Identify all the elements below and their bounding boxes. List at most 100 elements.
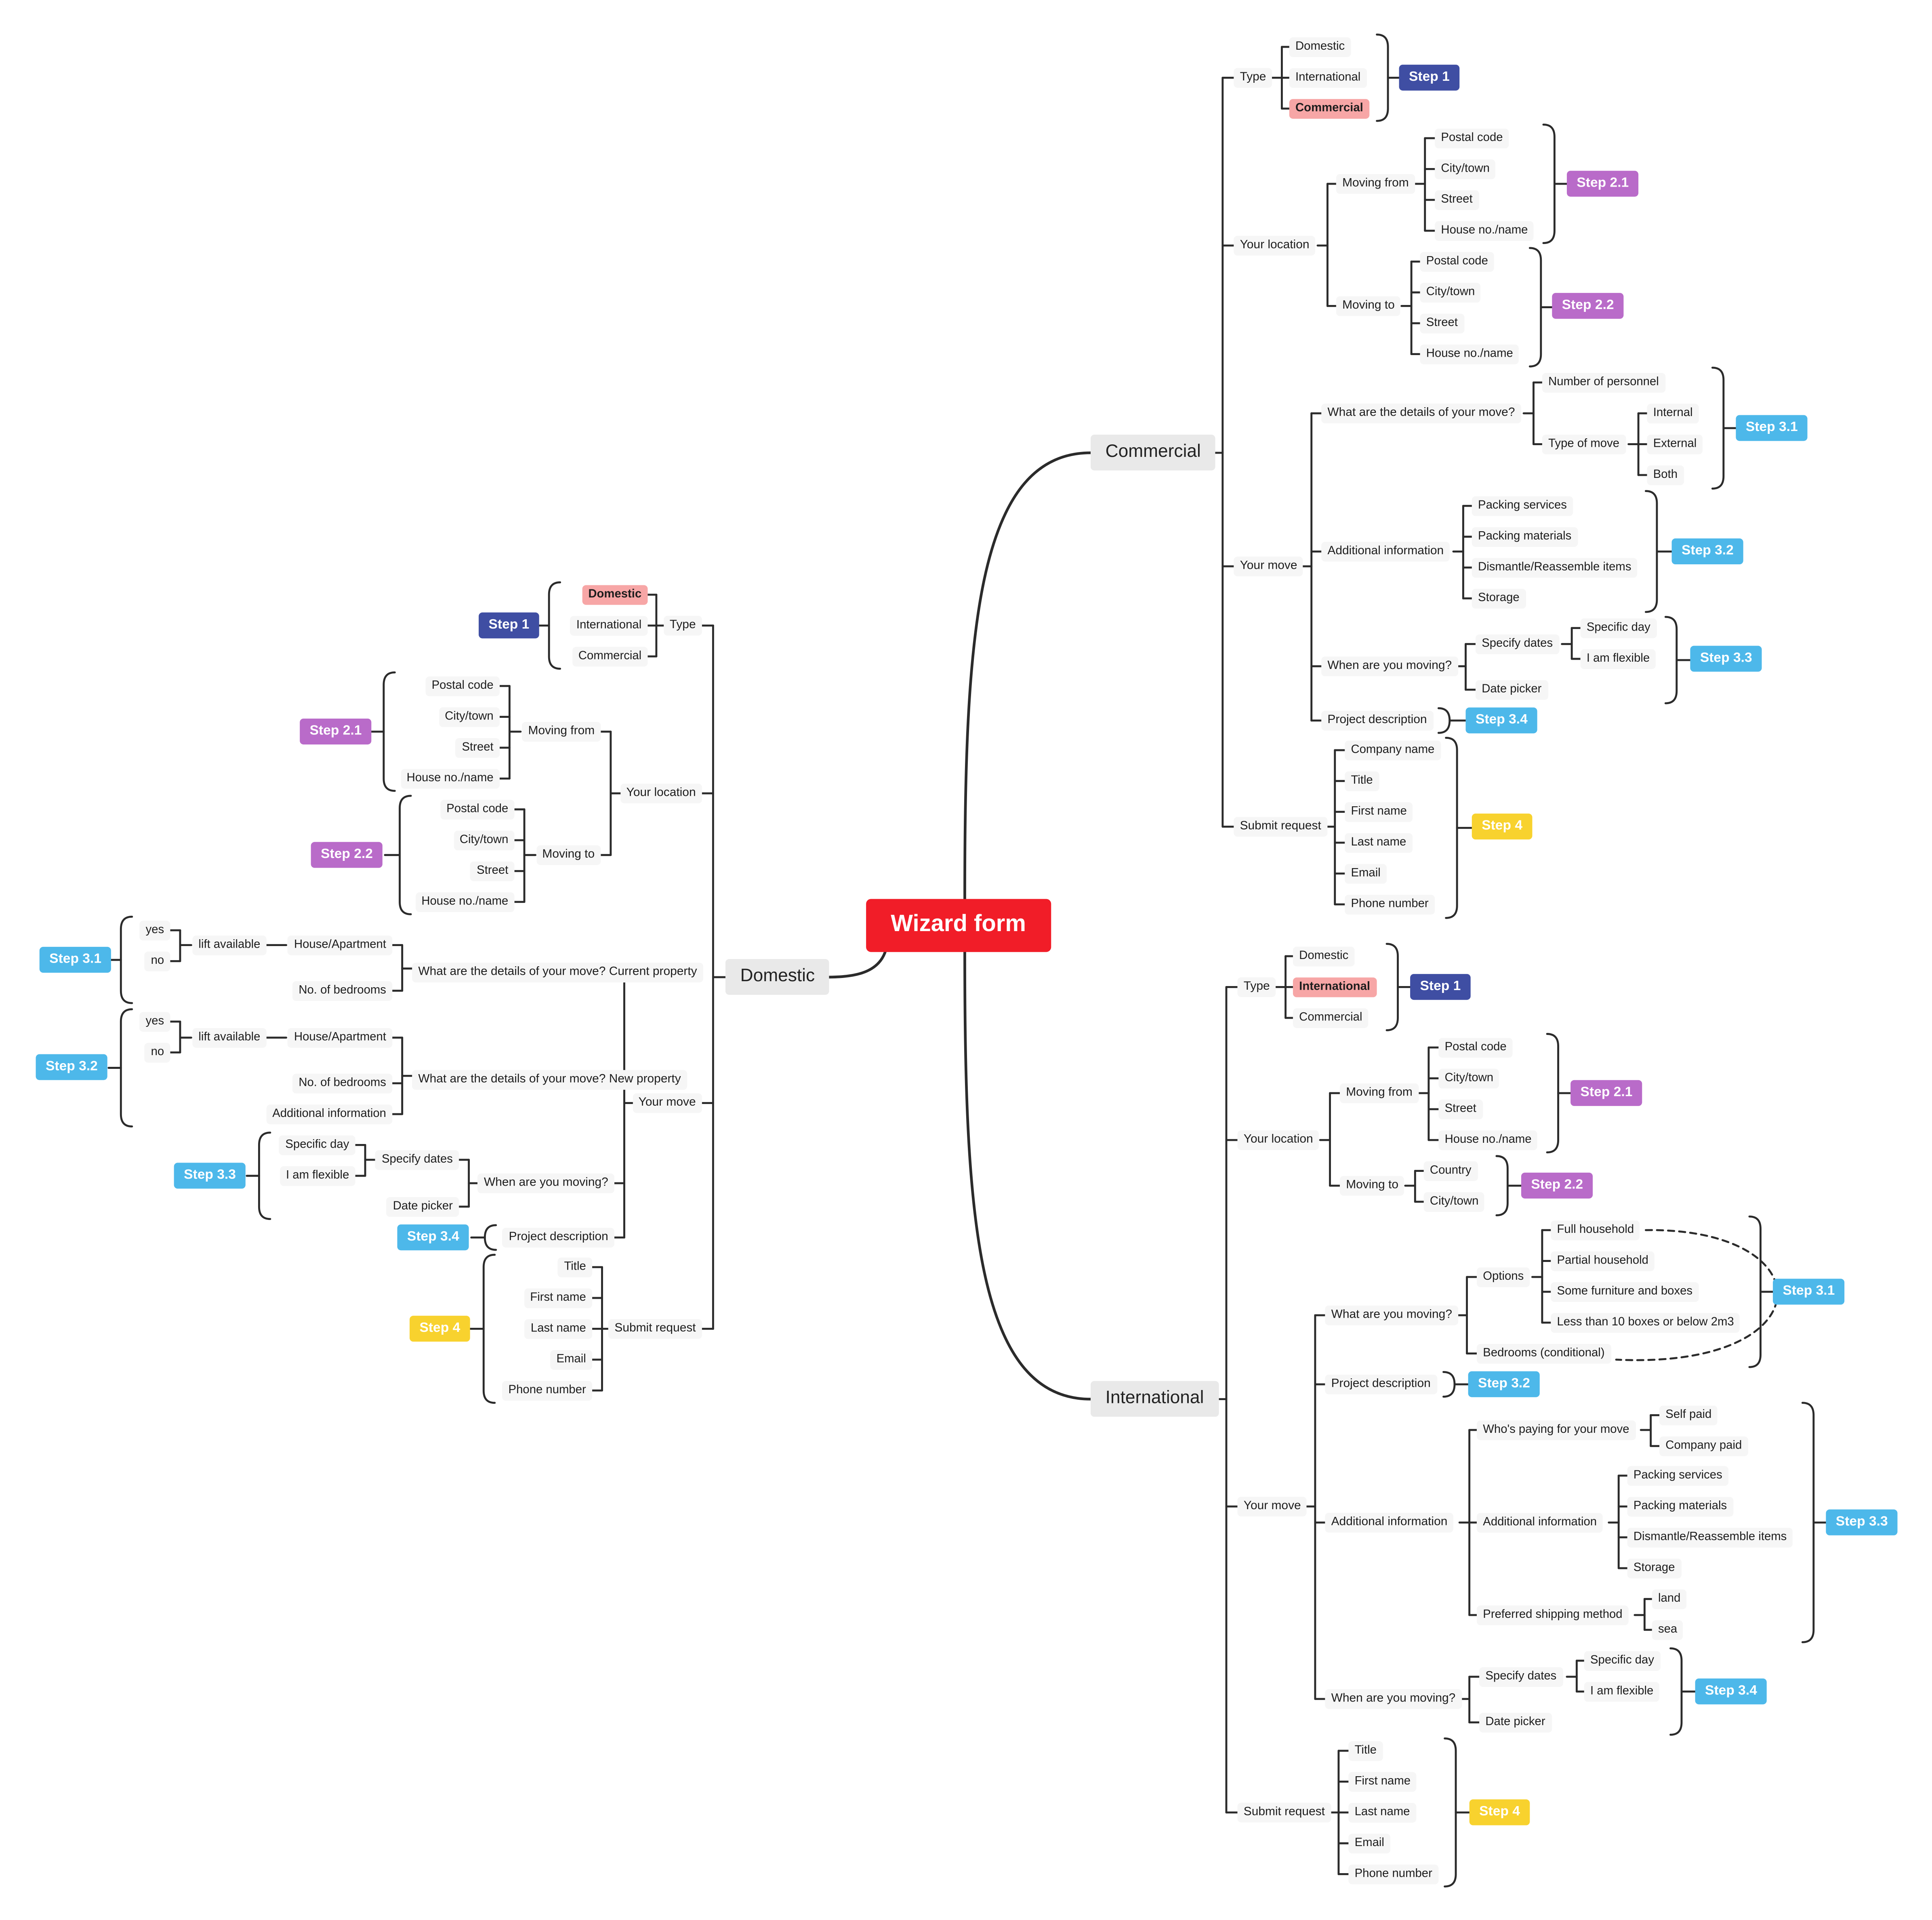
node-your-move: Your move — [1234, 556, 1303, 576]
node-lift-available: lift available — [192, 935, 267, 955]
node-project-description: Project description — [1325, 1374, 1437, 1394]
node-moving-to: Moving to — [536, 845, 601, 865]
node-storage: Storage — [1627, 1558, 1681, 1578]
step-badge-step-3-3: Step 3.3 — [1690, 646, 1762, 672]
node-domestic: Domestic — [1293, 946, 1355, 966]
node-internal: Internal — [1647, 404, 1699, 423]
node-moving-from: Moving from — [522, 722, 601, 742]
step-badge-step-3-1: Step 3.1 — [39, 946, 111, 973]
node-submit-request: Submit request — [1234, 817, 1328, 837]
step-badge-step-3-3: Step 3.3 — [1826, 1509, 1898, 1536]
node-date-picker: Date picker — [1475, 680, 1548, 700]
node-postal-code: Postal code — [425, 676, 500, 696]
node-moving-to: Moving to — [1336, 296, 1401, 316]
node-type: Type — [663, 616, 702, 635]
connector — [484, 1224, 497, 1251]
node-specify-dates: Specify dates — [1475, 634, 1559, 654]
step-badge-step-2-1: Step 2.1 — [300, 718, 372, 745]
node-bedrooms-conditional: Bedrooms (conditional) — [1476, 1344, 1611, 1363]
step-badge-step-4: Step 4 — [1469, 1799, 1530, 1826]
node-additional-information: Additional information — [1325, 1512, 1454, 1533]
connector — [1495, 1155, 1509, 1216]
node-storage: Storage — [1472, 589, 1526, 608]
node-wizard-form: Wizard form — [866, 899, 1051, 952]
node-phone-number: Phone number — [1345, 895, 1435, 914]
node-what-are-you-moving: What are you moving? — [1325, 1305, 1459, 1325]
connector — [258, 1131, 271, 1220]
node-country: Country — [1423, 1161, 1478, 1181]
node-lift-available: lift available — [192, 1028, 267, 1047]
node-what-are-the-details-of-your-move: What are the details of your move? New p… — [412, 1070, 687, 1090]
node-no-of-bedrooms: No. of bedrooms — [292, 981, 393, 1001]
node-first-name: First name — [1348, 1772, 1417, 1792]
node-dismantle-reassemble-items: Dismantle/Reassemble items — [1627, 1527, 1793, 1547]
node-submit-request: Submit request — [608, 1319, 702, 1339]
connector — [1664, 616, 1678, 704]
connector — [1385, 943, 1399, 1031]
node-company-paid: Company paid — [1659, 1436, 1748, 1456]
connector — [1445, 737, 1458, 919]
connector — [963, 948, 1092, 1401]
node-full-household: Full household — [1551, 1220, 1640, 1240]
node-city-town: City/town — [1435, 159, 1496, 179]
node-house-no-name: House no./name — [400, 769, 500, 788]
node-street: Street — [1435, 190, 1479, 210]
node-packing-materials: Packing materials — [1472, 527, 1578, 547]
node-dismantle-reassemble-items: Dismantle/Reassemble items — [1472, 558, 1638, 577]
node-partial-household: Partial household — [1551, 1251, 1655, 1271]
node-city-town: City/town — [1438, 1068, 1500, 1088]
node-city-town: City/town — [1423, 1192, 1485, 1211]
node-last-name: Last name — [524, 1319, 593, 1339]
step-badge-step-2-2: Step 2.2 — [311, 842, 383, 868]
step-badge-step-3-4: Step 3.4 — [1465, 707, 1538, 734]
step-badge-step-3-2: Step 3.2 — [1671, 538, 1744, 565]
node-company-name: Company name — [1345, 740, 1441, 760]
node-email: Email — [550, 1350, 593, 1369]
node-additional-information: Additional information — [1321, 542, 1450, 561]
node-who-s-paying-for-your-move: Who's paying for your move — [1476, 1420, 1636, 1440]
node-international: International — [570, 616, 648, 635]
node-last-name: Last name — [1348, 1803, 1416, 1822]
node-domestic: Domestic — [582, 585, 648, 604]
node-specify-dates: Specify dates — [1479, 1667, 1563, 1687]
node-street: Street — [1420, 313, 1464, 333]
node-your-location: Your location — [1237, 1130, 1319, 1150]
node-your-move: Your move — [1237, 1497, 1307, 1516]
connector — [1669, 1647, 1683, 1736]
step-badge-step-3-1: Step 3.1 — [1736, 415, 1808, 442]
node-house-no-name: House no./name — [1420, 344, 1520, 364]
node-specific-day: Specific day — [279, 1135, 355, 1155]
node-house-apartment: House/Apartment — [288, 935, 393, 955]
node-house-no-name: House no./name — [415, 892, 515, 912]
node-last-name: Last name — [1345, 833, 1413, 852]
connector — [1528, 247, 1542, 368]
node-preferred-shipping-method: Preferred shipping method — [1476, 1605, 1629, 1625]
node-your-location: Your location — [1234, 236, 1316, 255]
node-additional-information: Additional information — [266, 1104, 393, 1124]
node-specific-day: Specific day — [1580, 618, 1657, 638]
node-i-am-flexible: I am flexible — [1580, 649, 1656, 669]
node-domestic: Domestic — [1289, 37, 1351, 57]
node-international: International — [1091, 1381, 1219, 1417]
connector — [399, 795, 412, 915]
connector — [1542, 124, 1556, 244]
node-self-paid: Self paid — [1659, 1405, 1718, 1425]
node-no-of-bedrooms: No. of bedrooms — [292, 1074, 393, 1093]
node-title: Title — [558, 1258, 593, 1277]
connector — [120, 1008, 133, 1128]
node-domestic: Domestic — [725, 959, 830, 995]
node-i-am-flexible: I am flexible — [1584, 1682, 1660, 1701]
step-badge-step-3-4: Step 3.4 — [397, 1224, 469, 1251]
node-email: Email — [1348, 1834, 1391, 1853]
node-city-town: City/town — [1420, 283, 1481, 302]
node-commercial: Commercial — [1293, 1008, 1369, 1028]
node-street: Street — [456, 738, 500, 757]
connector — [120, 915, 133, 1004]
step-badge-step-2-1: Step 2.1 — [1566, 170, 1639, 197]
node-type: Type — [1234, 68, 1272, 88]
node-packing-services: Packing services — [1627, 1466, 1729, 1485]
connector — [1444, 1737, 1457, 1888]
node-number-of-personnel: Number of personnel — [1542, 373, 1665, 392]
